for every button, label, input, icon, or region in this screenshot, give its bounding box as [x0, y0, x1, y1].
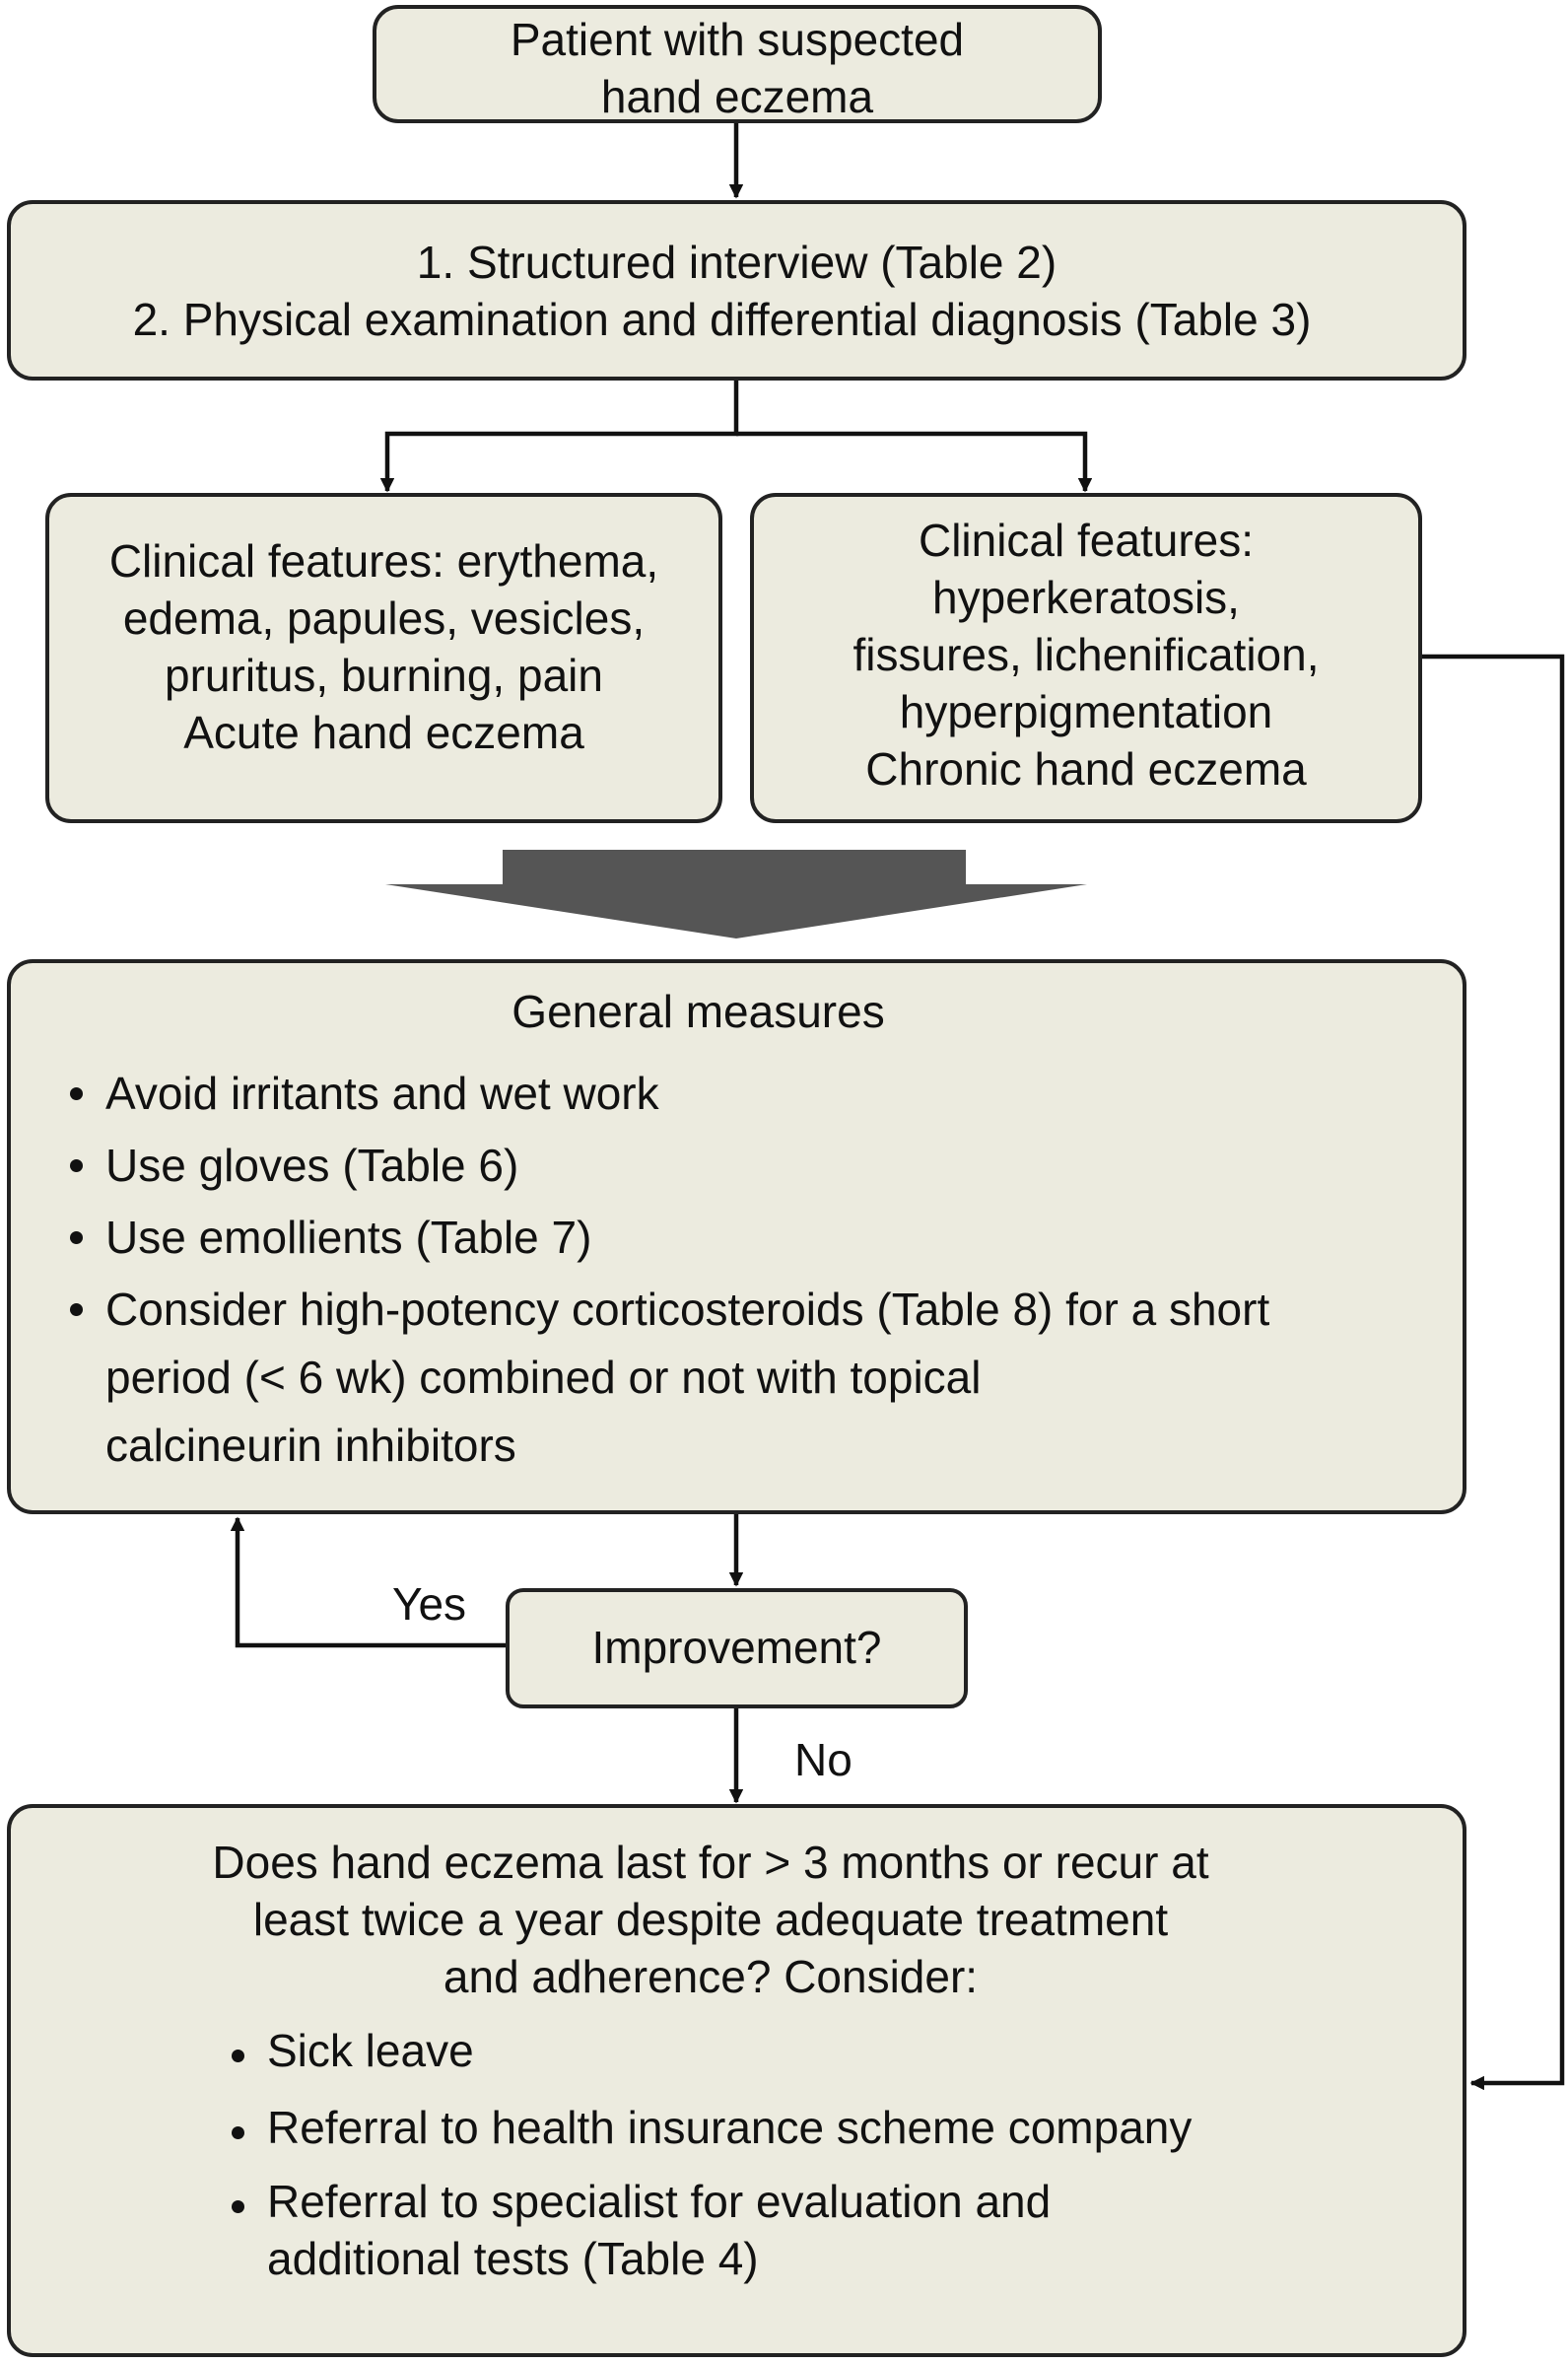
general-measures-list: Avoid irritants and wet work Use gloves …	[70, 1060, 1456, 1480]
chronicity-line-2: least twice a year despite adequate trea…	[252, 1894, 1169, 1945]
chronicity-item-3: Referral to specialist for evaluation an…	[232, 2173, 1450, 2287]
general-item-2-text: Use gloves (Table 6)	[105, 1140, 519, 1191]
general-measures-title: General measures	[511, 986, 885, 1037]
general-measures-box: General measures Avoid irritants and wet…	[7, 959, 1466, 1514]
interview-line-2: 2. Physical examination and differential…	[132, 294, 1312, 345]
acute-line-2: edema, papules, vesicles,	[122, 592, 646, 644]
interview-box: 1. Structured interview (Table 2) 2. Phy…	[7, 200, 1466, 381]
chronic-label: Chronic hand eczema	[865, 743, 1307, 795]
general-item-3-text: Use emollients (Table 7)	[105, 1212, 592, 1263]
split-connector	[379, 381, 739, 493]
acute-label: Acute hand eczema	[183, 707, 584, 758]
chronicity-item-3-line-1: Referral to specialist for evaluation an…	[267, 2176, 1052, 2227]
improvement-box: Improvement?	[506, 1588, 968, 1708]
chronicity-item-2: Referral to health insurance scheme comp…	[232, 2099, 1450, 2156]
chronicity-box: Does hand eczema last for > 3 months or …	[7, 1804, 1466, 2357]
chronic-line-3: fissures, lichenification,	[852, 629, 1320, 680]
chronic-bypass-arrow	[1422, 654, 1565, 2091]
chronicity-list: Sick leave Referral to health insurance …	[232, 2022, 1450, 2287]
chronicity-item-2-text: Referral to health insurance scheme comp…	[267, 2102, 1193, 2153]
interview-line-1: 1. Structured interview (Table 2)	[416, 237, 1057, 288]
acute-box: Clinical features: erythema, edema, papu…	[45, 493, 722, 823]
start-line-2: hand eczema	[600, 71, 874, 122]
chronicity-item-1-text: Sick leave	[267, 2025, 474, 2076]
yes-label: Yes	[392, 1578, 467, 1630]
chronicity-line-3: and adherence? Consider:	[443, 1951, 979, 2002]
chronicity-question: Does hand eczema last for > 3 months or …	[11, 1834, 1410, 2005]
chronic-line-4: hyperpigmentation	[899, 686, 1273, 737]
acute-line-3: pruritus, burning, pain	[165, 650, 603, 701]
general-item-4-line-3: calcineurin inhibitors	[105, 1420, 516, 1471]
start-box: Patient with suspected hand eczema	[373, 5, 1102, 123]
no-label: No	[794, 1734, 852, 1785]
chronic-line-2: hyperkeratosis,	[932, 572, 1240, 623]
improvement-question: Improvement?	[591, 1622, 882, 1673]
acute-line-1: Clinical features: erythema,	[108, 535, 659, 587]
big-down-arrow	[385, 850, 1087, 939]
general-item-1: Avoid irritants and wet work	[70, 1060, 1456, 1128]
general-item-4-line-1: Consider high-potency corticosteroids (T…	[105, 1284, 1270, 1335]
start-line-1: Patient with suspected	[510, 14, 965, 65]
general-item-1-text: Avoid irritants and wet work	[105, 1068, 659, 1119]
split-connector-right	[736, 431, 1093, 493]
general-item-2: Use gloves (Table 6)	[70, 1132, 1456, 1200]
chronicity-item-1: Sick leave	[232, 2022, 1450, 2079]
chronicity-line-1: Does hand eczema last for > 3 months or …	[212, 1837, 1209, 1888]
general-item-3: Use emollients (Table 7)	[70, 1204, 1456, 1272]
general-item-4-line-2: period (< 6 wk) combined or not with top…	[105, 1352, 982, 1403]
chronic-line-1: Clinical features:	[918, 515, 1255, 566]
general-item-4: Consider high-potency corticosteroids (T…	[70, 1276, 1456, 1480]
yes-loop-arrow	[230, 1516, 506, 1648]
chronic-box: Clinical features: hyperkeratosis, fissu…	[750, 493, 1422, 823]
chronicity-item-3-line-2: additional tests (Table 4)	[267, 2233, 759, 2284]
